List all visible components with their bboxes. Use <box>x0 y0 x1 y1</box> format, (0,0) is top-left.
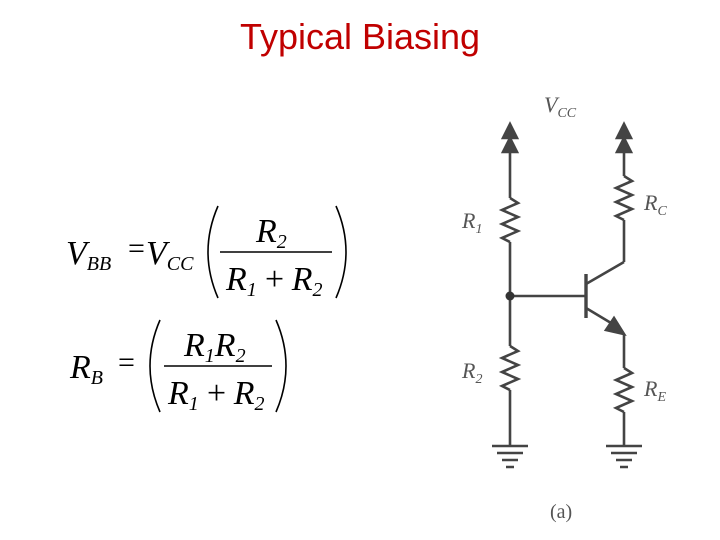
vbb-numerator: R2 <box>255 213 287 253</box>
emitter-arrow <box>603 315 627 336</box>
vbb-left-paren <box>207 205 219 299</box>
transistor-collector <box>585 260 625 286</box>
re-label: RE <box>643 376 666 405</box>
vcc-label: VCC <box>544 92 577 121</box>
rc-resistor <box>612 174 636 222</box>
rb-numerator: R1R2 <box>183 327 246 367</box>
equation-rb: RB = R1R2 R1+R2 <box>69 319 287 415</box>
rb-left-paren <box>149 319 161 413</box>
vbb-vcc: VCC <box>146 235 194 275</box>
r1-label: R1 <box>461 208 482 237</box>
rb-lhs: RB <box>69 349 103 389</box>
rb-equals: = <box>118 346 135 379</box>
rb-denominator: R1+R2 <box>167 375 265 415</box>
rb-right-paren <box>275 319 287 413</box>
junction-dot <box>505 291 515 301</box>
rc-label: RC <box>643 190 667 219</box>
re-resistor <box>612 366 636 414</box>
slide-title: Typical Biasing <box>239 16 481 57</box>
right-vcc-arrow <box>614 121 634 154</box>
right-ground-icon <box>606 444 642 469</box>
r2-label: R2 <box>461 358 482 387</box>
figure-caption: (a) <box>550 501 572 523</box>
vbb-equals: = <box>128 232 145 265</box>
r2-resistor <box>498 344 522 392</box>
left-vcc-arrow <box>500 121 520 154</box>
vbb-right-paren <box>335 205 347 299</box>
r1-resistor <box>498 196 522 244</box>
vbb-denominator: R1+R2 <box>225 261 323 301</box>
left-ground-icon <box>492 444 528 469</box>
